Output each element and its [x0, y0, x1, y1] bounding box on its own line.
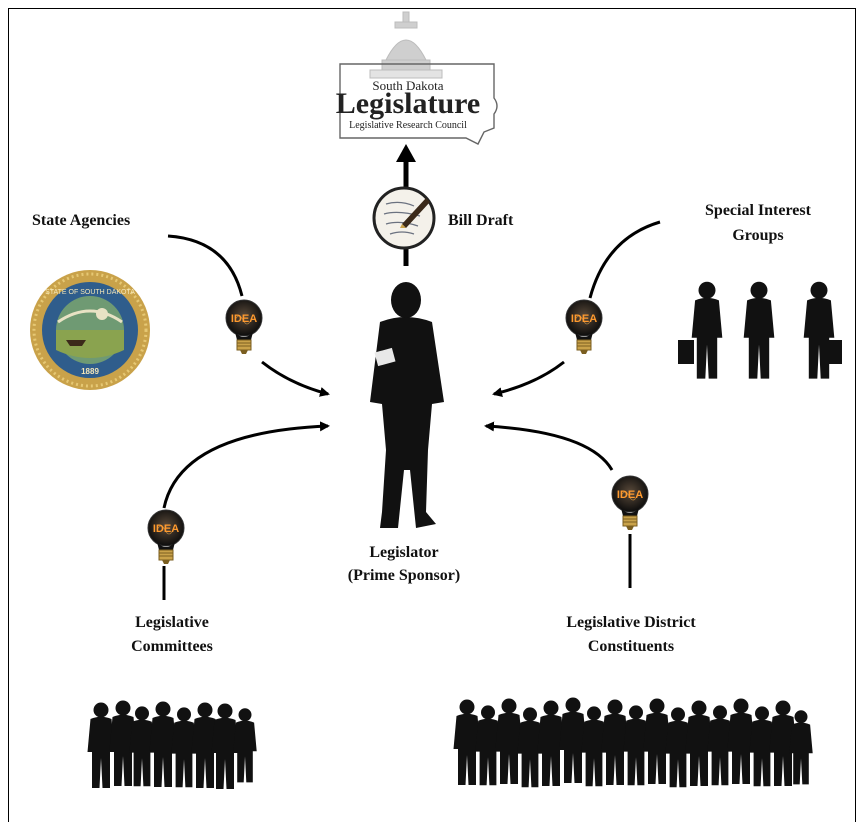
- svg-text:IDEA: IDEA: [153, 523, 179, 535]
- arrow-state-agencies: [261, 360, 330, 397]
- idea-bulb-icon: IDEA: [611, 475, 649, 531]
- bill-draft-label: Bill Draft: [448, 212, 514, 229]
- logo-line1: South Dakota: [372, 78, 443, 93]
- special-interest-label-line2: Groups: [732, 227, 783, 244]
- capitol-dome-icon: [369, 11, 443, 79]
- idea-bulb-icon: IDEA: [147, 509, 185, 565]
- state-seal-icon: STATE OF SOUTH DAKOTA 1889: [30, 270, 150, 390]
- special-interest-group-icon: [678, 281, 842, 379]
- state-agencies-label: State Agencies: [32, 212, 130, 229]
- legislator-silhouette: [370, 282, 444, 528]
- idea-bulb-icon: IDEA: [565, 299, 603, 355]
- legislator-label-line2: (Prime Sponsor): [348, 567, 460, 584]
- svg-text:IDEA: IDEA: [231, 313, 257, 325]
- line-state-agencies: [167, 234, 244, 297]
- line-special-interest: [588, 220, 661, 299]
- bill-draft-icon: [372, 186, 436, 250]
- arrow-special-interest: [492, 360, 565, 398]
- constituents-label-line1: Legislative District: [566, 614, 696, 631]
- committees-label-line1: Legislative: [135, 614, 209, 631]
- constituents-crowd-icon: [453, 697, 813, 788]
- arrow-constituents: [484, 421, 614, 471]
- idea-bulb-icon: IDEA: [225, 299, 263, 355]
- legislature-logo: South Dakota Legislature Legislative Res…: [336, 63, 498, 145]
- committees-crowd-icon: [87, 700, 257, 789]
- seal-year: 1889: [81, 367, 99, 376]
- special-interest-label-line1: Special Interest: [705, 202, 812, 219]
- committees-label-line2: Committees: [131, 638, 213, 655]
- arrow-head-up: [396, 144, 416, 162]
- logo-line3: Legislative Research Council: [349, 120, 467, 131]
- seal-top-text: STATE OF SOUTH DAKOTA: [45, 289, 135, 296]
- constituents-label-line2: Constituents: [588, 638, 674, 655]
- arrow-committees: [162, 421, 330, 509]
- flow-arrows: [162, 220, 661, 600]
- legislator-label-line1: Legislator: [369, 544, 438, 561]
- svg-text:IDEA: IDEA: [617, 489, 643, 501]
- logo-line2: Legislature: [336, 87, 480, 120]
- svg-text:IDEA: IDEA: [571, 313, 597, 325]
- diagram-frame: [8, 8, 856, 822]
